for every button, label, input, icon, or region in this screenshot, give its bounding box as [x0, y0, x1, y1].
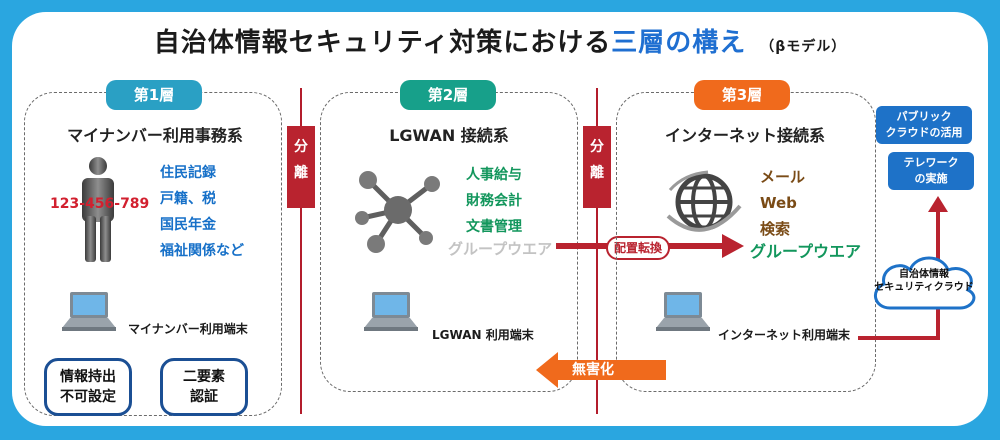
security-cloud-label: 自治体情報 セキュリティクラウド: [874, 269, 974, 293]
divider-line: [300, 88, 302, 414]
person-icon: [82, 157, 114, 262]
layer2-item: 人事給与: [466, 167, 522, 183]
globe-icon: [666, 170, 742, 232]
telework-button[interactable]: テレワーク の実施: [888, 152, 974, 190]
data-export-restriction-button[interactable]: 情報持出 不可設定: [44, 358, 132, 416]
sanitize-label: 無害化: [572, 362, 614, 378]
title-subtitle: （βモデル）: [760, 39, 847, 55]
security-cloud-icon: [874, 256, 976, 310]
layer3-item: Web: [760, 194, 797, 212]
layer1-terminal-label: マイナンバー利用端末: [128, 322, 248, 336]
my-number: 123-456-789: [50, 196, 150, 212]
layer3-groupware: グループウエア: [750, 242, 862, 261]
two-factor-auth-button[interactable]: 二要素 認証: [160, 358, 248, 416]
layer3-badge: 第3層: [694, 80, 790, 110]
network-hub-icon: [355, 171, 440, 253]
separation-box: 分 離: [287, 126, 315, 208]
layer1-item: 戸籍、税: [160, 191, 216, 207]
separation-box: 分 離: [583, 126, 611, 208]
title-highlight: 三層の構え: [611, 28, 747, 58]
layer2-item: 文書管理: [466, 219, 522, 235]
layer2-groupware: グループウエア: [448, 240, 553, 258]
page-title: 自治体情報セキュリティ対策における三層の構え （βモデル）: [0, 22, 1000, 59]
layer1-item: 国民年金: [160, 217, 216, 233]
layer2-title: LGWAN 接続系: [389, 126, 509, 145]
layer1-title: マイナンバー利用事務系: [67, 126, 243, 145]
layer1-item: 住民記録: [160, 165, 216, 181]
layer2-badge: 第2層: [400, 80, 496, 110]
title-prefix: 自治体情報セキュリティ対策における: [153, 28, 612, 58]
layer2-item: 財務会計: [466, 193, 522, 209]
layer2-terminal-label: LGWAN 利用端末: [432, 328, 534, 342]
layer3-item: 検索: [760, 220, 791, 238]
laptop-icon: [656, 292, 710, 331]
layer3-title: インターネット接続系: [664, 126, 825, 145]
public-cloud-button[interactable]: パブリック クラウドの活用: [876, 106, 972, 144]
layer3-terminal-label: インターネット利用端末: [718, 328, 851, 342]
sanitize-arrow: [536, 352, 666, 388]
laptop-icon: [62, 292, 116, 331]
layer1-badge: 第1層: [106, 80, 202, 110]
cloud-connector-line: [858, 196, 948, 340]
laptop-icon: [364, 292, 418, 331]
layer1-item: 福祉関係など: [160, 243, 244, 259]
layer3-item: メール: [760, 168, 806, 186]
divider-line: [596, 88, 598, 414]
